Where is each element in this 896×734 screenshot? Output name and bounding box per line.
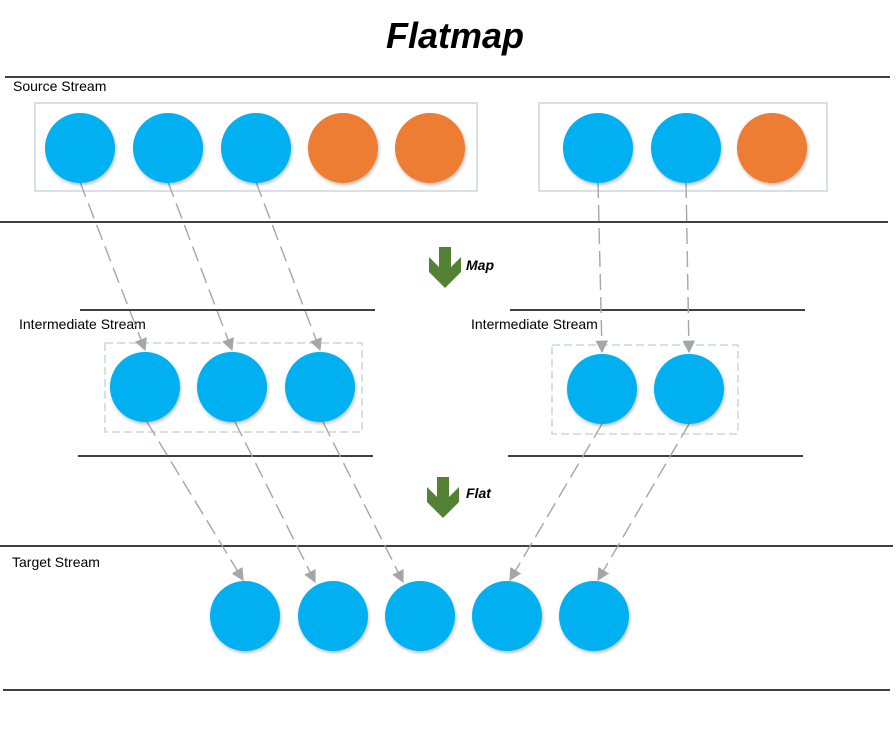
source-group-box-2 [538,102,828,192]
map-arrow [79,181,147,352]
target-elements [210,581,629,651]
source-element-orange [308,113,378,183]
intermediate-element [285,352,355,422]
map-arrow [255,181,322,352]
map-arrow [682,181,696,354]
intermediate-elements [110,352,724,424]
source-element-orange [395,113,465,183]
intermediate-element [197,352,267,422]
flat-label: Flat [466,485,492,501]
label-target-stream: Target Stream [12,554,100,570]
target-element [210,581,280,651]
intermediate-element [567,354,637,424]
intermediate-element [654,354,724,424]
diagram-title: Flatmap [386,15,524,56]
flat-arrow [322,421,404,584]
target-element [559,581,629,651]
down-arrow-icon [427,477,459,518]
source-element-blue [133,113,203,183]
target-element [298,581,368,651]
map-connectors [79,181,696,354]
target-element [385,581,455,651]
map-label: Map [466,257,494,273]
source-element-blue [651,113,721,183]
label-source-stream: Source Stream [13,78,106,94]
flat-arrow [509,423,603,582]
target-element [472,581,542,651]
source-element-blue [221,113,291,183]
label-intermediate-stream-left: Intermediate Stream [19,316,146,332]
label-intermediate-stream-right: Intermediate Stream [471,316,598,332]
source-element-orange [737,113,807,183]
intermediate-group-box-2 [551,344,739,435]
flat-arrow [597,423,690,582]
source-group-box-1 [34,102,478,192]
intermediate-group-box-1 [104,342,363,433]
map-arrow [595,181,609,354]
flat-arrow [234,421,316,584]
source-element-blue [45,113,115,183]
flat-operator: Flat [427,477,492,518]
down-arrow-icon [429,247,461,288]
intermediate-element [110,352,180,422]
flat-connectors [146,421,690,584]
source-elements [45,113,807,183]
map-operator: Map [429,247,494,288]
flat-arrow [146,421,244,582]
source-element-blue [563,113,633,183]
map-arrow [167,181,234,352]
